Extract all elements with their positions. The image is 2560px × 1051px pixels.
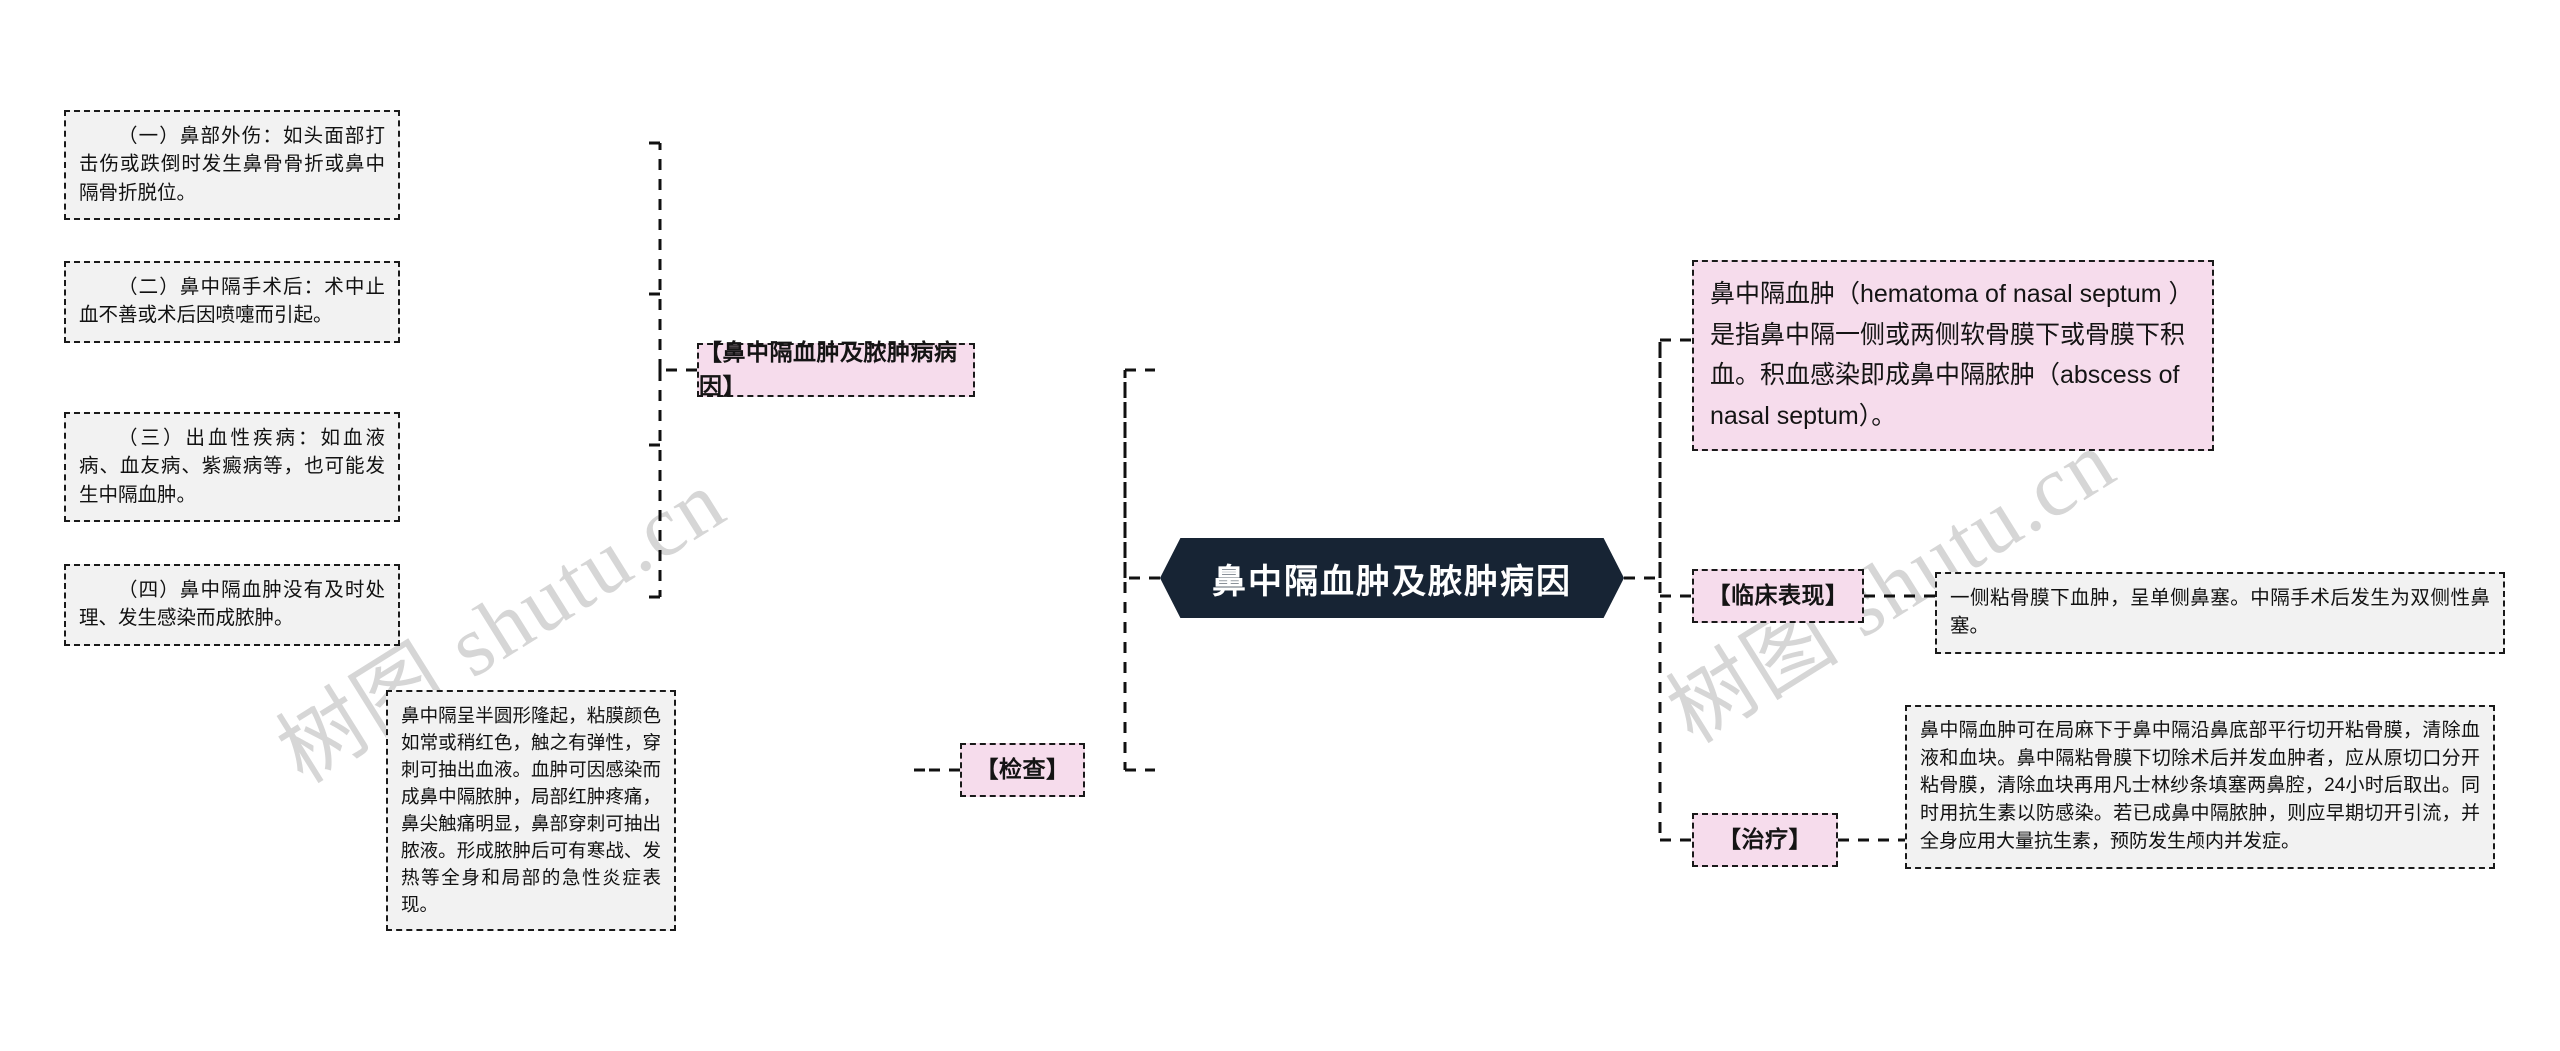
root-node[interactable]: 鼻中隔血肿及脓肿病因: [1160, 538, 1624, 618]
root-node-label: 鼻中隔血肿及脓肿病因: [1212, 562, 1572, 601]
clinical-detail[interactable]: 一侧粘骨膜下血肿，呈单侧鼻塞。中隔手术后发生为双侧性鼻塞。: [1935, 572, 2505, 654]
treatment-detail-label: 鼻中隔血肿可在局麻下于鼻中隔沿鼻底部平行切开粘骨膜，清除血液和血块。鼻中隔粘骨膜…: [1920, 720, 2480, 852]
cause-item-3[interactable]: （三）出血性疾病：如血液病、血友病、紫癜病等，也可能发生中隔血肿。: [64, 412, 400, 523]
cause-item-4[interactable]: （四）鼻中隔血肿没有及时处理、发生感染而成脓肿。: [64, 564, 400, 646]
category-treatment-label: 【治疗】: [1718, 826, 1812, 853]
cause-item-2-label: （二）鼻中隔手术后：术中止血不善或术后因喷嚏而引起。: [79, 276, 385, 327]
category-cause-label: 【鼻中隔血肿及脓肿病病因】: [699, 339, 958, 399]
examination-detail[interactable]: 鼻中隔呈半圆形隆起，粘膜颜色如常或稍红色，触之有弹性，穿刺可抽出血液。血肿可因感…: [386, 690, 676, 931]
cause-item-3-label: （三）出血性疾病：如血液病、血友病、紫癜病等，也可能发生中隔血肿。: [79, 427, 385, 506]
treatment-detail[interactable]: 鼻中隔血肿可在局麻下于鼻中隔沿鼻底部平行切开粘骨膜，清除血液和血块。鼻中隔粘骨膜…: [1905, 705, 2495, 869]
category-examination-label: 【检查】: [975, 756, 1070, 783]
category-cause[interactable]: 【鼻中隔血肿及脓肿病病因】: [697, 339, 975, 399]
cause-item-1-label: （一）鼻部外伤：如头面部打击伤或跌倒时发生鼻骨骨折或鼻中隔骨折脱位。: [79, 125, 385, 204]
category-clinical-label: 【临床表现】: [1707, 582, 1849, 609]
examination-detail-label: 鼻中隔呈半圆形隆起，粘膜颜色如常或稍红色，触之有弹性，穿刺可抽出血液。血肿可因感…: [401, 705, 661, 915]
category-clinical[interactable]: 【临床表现】: [1692, 569, 1864, 623]
definition-box[interactable]: 鼻中隔血肿（hematoma of nasal septum ）是指鼻中隔一侧或…: [1692, 260, 2214, 451]
cause-item-1[interactable]: （一）鼻部外伤：如头面部打击伤或跌倒时发生鼻骨骨折或鼻中隔骨折脱位。: [64, 110, 400, 221]
category-treatment[interactable]: 【治疗】: [1692, 813, 1838, 867]
category-examination[interactable]: 【检查】: [960, 743, 1085, 797]
clinical-detail-label: 一侧粘骨膜下血肿，呈单侧鼻塞。中隔手术后发生为双侧性鼻塞。: [1950, 587, 2490, 638]
cause-item-4-label: （四）鼻中隔血肿没有及时处理、发生感染而成脓肿。: [79, 579, 385, 630]
cause-item-2[interactable]: （二）鼻中隔手术后：术中止血不善或术后因喷嚏而引起。: [64, 261, 400, 343]
definition-label: 鼻中隔血肿（hematoma of nasal septum ）是指鼻中隔一侧或…: [1710, 280, 2194, 430]
